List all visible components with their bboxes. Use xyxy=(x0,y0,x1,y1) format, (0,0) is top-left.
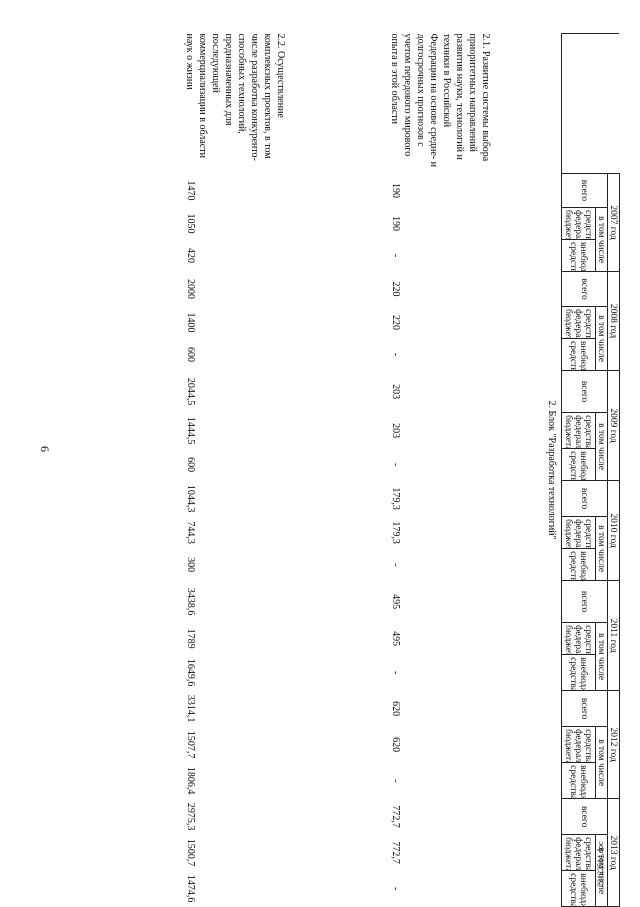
value-cell: 190 xyxy=(390,183,401,198)
value-cell: 600 xyxy=(185,457,196,473)
year-header: 2010 год xyxy=(607,480,620,581)
year-header: 2009 год xyxy=(607,370,620,481)
value-cell: - xyxy=(390,253,401,258)
total-header: всего xyxy=(561,798,608,835)
total-header: всего xyxy=(561,173,608,208)
federal-header: средства федерального бюджета xyxy=(561,306,596,339)
value-cell: 495 xyxy=(390,594,401,610)
rotated-table-page: 2007 год 2008 год 2009 год 2010 год 2011… xyxy=(80,33,620,907)
value-cell: 220 xyxy=(390,281,401,297)
value-cell: 179,3 xyxy=(390,521,401,544)
value-cell: 495 xyxy=(390,631,401,647)
value-cell: 1444,5 xyxy=(185,416,196,445)
incl-header: в том числе xyxy=(595,306,608,371)
file-name-footer: 23122514.doc xyxy=(596,841,605,887)
row-label: 2.2. Осуществление комплексных проектов,… xyxy=(184,33,286,161)
value-cell: - xyxy=(390,670,401,675)
value-cell: 1649,6 xyxy=(185,658,196,687)
value-cell: - xyxy=(390,352,401,357)
year-header: 2008 год xyxy=(607,271,620,371)
value-cell: 300 xyxy=(185,557,196,573)
table-row: 2.1. Развитие системы выбора приоритетны… xyxy=(388,34,543,907)
year-header: 2011 год xyxy=(607,580,620,691)
total-header: всего xyxy=(561,580,608,623)
value-cell: 1050 xyxy=(185,213,196,234)
year-header: 2007 год xyxy=(607,173,620,272)
incl-header: в том числе xyxy=(595,412,608,481)
value-cell: - xyxy=(390,778,401,783)
incl-header: в том числе xyxy=(595,622,608,691)
value-cell: 3438,6 xyxy=(185,587,196,616)
total-header: всего xyxy=(561,480,608,517)
extra-header: внебюджетные средства xyxy=(561,870,596,907)
value-cell: 620 xyxy=(390,701,401,717)
federal-header: средства федерального бюджета xyxy=(561,412,596,449)
total-header: всего xyxy=(561,690,608,727)
extra-header: внебюджетные средства xyxy=(561,338,596,371)
incl-header: в том числе xyxy=(595,516,608,581)
total-header: всего xyxy=(561,370,608,413)
value-cell: 1470 xyxy=(185,180,196,201)
value-cell: 220 xyxy=(390,315,401,331)
value-cell: 179,3 xyxy=(390,487,401,510)
value-cell: 620 xyxy=(390,737,401,753)
value-cell: 203 xyxy=(390,384,401,400)
value-cell: 1400 xyxy=(185,312,196,333)
extra-header: внебюджетные средства xyxy=(561,448,596,481)
value-cell: 190 xyxy=(390,216,401,231)
federal-header: средства федерального бюджета xyxy=(561,516,596,549)
extra-header: внебюджетные средства xyxy=(561,654,596,691)
value-cell: - xyxy=(390,887,401,891)
total-header: всего xyxy=(561,271,608,307)
value-cell: 1044,3 xyxy=(185,484,196,513)
value-cell: 1806,4 xyxy=(185,766,196,795)
federal-header: средства федерального бюджета xyxy=(561,834,596,871)
year-header: 2012 год xyxy=(607,690,620,799)
federal-header: средства федерального бюджета xyxy=(561,207,596,240)
page-number: 6 xyxy=(38,446,52,452)
value-cell: 420 xyxy=(185,248,196,264)
value-cell: - xyxy=(390,462,401,467)
federal-header: средства федерального бюджета xyxy=(561,622,596,655)
value-cell: 772,7 xyxy=(390,841,401,864)
header-stub xyxy=(561,33,620,174)
table-row: 2.2. Осуществление комплексных проектов,… xyxy=(183,34,388,907)
value-cell: 2044,5 xyxy=(185,377,196,406)
value-cell: 1500,7 xyxy=(185,838,196,867)
value-cell: 600 xyxy=(185,347,196,363)
funding-table: 2007 год 2008 год 2009 год 2010 год 2011… xyxy=(183,33,620,907)
value-cell: 203 xyxy=(390,423,401,439)
federal-header: средства федерального бюджета xyxy=(561,726,596,763)
value-cell: 1789 xyxy=(185,628,196,649)
row-label: 2.1. Развитие системы выбора приоритетны… xyxy=(389,33,491,167)
value-cell: 2975,3 xyxy=(185,802,196,831)
section-title: 2. Блок "Разработка технологий" xyxy=(546,400,558,540)
value-cell: - xyxy=(390,562,401,567)
value-cell: 1507,7 xyxy=(185,730,196,759)
extra-header: внебюджетные средства xyxy=(561,762,596,799)
year-header: 2013 год xyxy=(607,798,620,907)
value-cell: 2000 xyxy=(185,279,196,300)
value-cell: 772,7 xyxy=(390,805,401,828)
incl-header: в том числе xyxy=(595,207,608,272)
extra-header: внебюджетные средства xyxy=(561,239,596,272)
extra-header: внебюджетные средства xyxy=(561,548,596,581)
value-cell: 3314,1 xyxy=(185,694,196,723)
value-cell: 1474,6 xyxy=(185,874,196,903)
incl-header: в том числе xyxy=(595,726,608,799)
value-cell: 744,3 xyxy=(185,521,196,544)
